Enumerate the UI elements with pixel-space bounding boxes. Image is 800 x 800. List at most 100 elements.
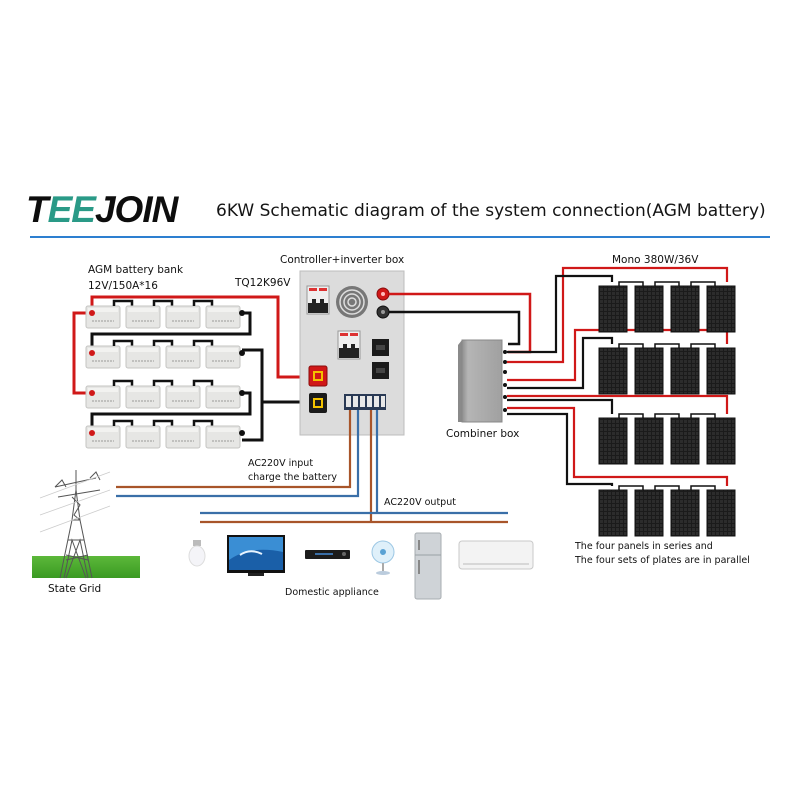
solar-panel-icon: [634, 347, 664, 395]
series-link: [152, 379, 174, 386]
string-4-negative-wire: [507, 412, 614, 486]
inverter-label: Controller+inverter box: [280, 254, 405, 266]
combiner-box: [458, 339, 507, 423]
battery-icon: [125, 379, 174, 409]
battery-icon: [165, 419, 214, 449]
page-title: 6KW Schematic diagram of the system conn…: [216, 201, 766, 221]
solar-panel-icon: [598, 347, 628, 395]
state-grid-illustration: [32, 470, 140, 579]
series-link: [654, 343, 680, 348]
battery-wiring: [72, 295, 310, 442]
battery-icon: [205, 425, 241, 449]
series-link: [618, 343, 644, 348]
battery-icon: [205, 345, 241, 369]
battery-bank: [85, 299, 245, 449]
series-link: [152, 419, 174, 426]
string-2-positive-wire: [507, 328, 729, 382]
battery-negative-terminal: [309, 393, 327, 413]
battery-icon: [165, 299, 214, 329]
logo-mark: EE: [47, 189, 96, 230]
refrigerator-icon: [414, 532, 442, 600]
appliance-label: Domestic appliance: [285, 587, 379, 598]
series-link: [152, 339, 174, 346]
battery-icon: [125, 419, 174, 449]
solar-panel-icon: [706, 285, 736, 333]
logo-suffix: JOIN: [94, 189, 178, 230]
ac-output-live: [200, 410, 508, 524]
inverter-model: TQ12K96V: [235, 277, 291, 289]
ac-wiring: [116, 410, 508, 524]
solar-note-line1: The four panels in series and: [575, 541, 713, 552]
series-link: [192, 299, 214, 306]
solar-panel-icon: [634, 417, 664, 465]
solar-panel-icon: [634, 489, 664, 537]
series-link: [112, 339, 134, 346]
string-2-negative-wire: [507, 336, 614, 390]
battery-bank-label: AGM battery bank: [88, 264, 184, 276]
battery-icon: [165, 379, 214, 409]
battery-negative-bus: [242, 348, 264, 442]
battery-positive-wire: [90, 295, 310, 379]
solar-panel-icon: [706, 417, 736, 465]
row1-row2-link: [90, 311, 252, 350]
power-pylon-icon: [54, 470, 101, 579]
positive-post: [89, 310, 95, 316]
ac-input-label: AC220V input: [248, 458, 314, 469]
ac-output-label: AC220V output: [384, 497, 456, 508]
negative-post: [239, 430, 245, 436]
battery-positive-terminal: [308, 365, 328, 387]
logo-prefix: T: [26, 189, 49, 230]
solar-panel-icon: [670, 347, 700, 395]
series-link: [690, 413, 716, 418]
solar-panel-icon: [670, 285, 700, 333]
battery-positive-bus: [72, 311, 92, 395]
negative-post: [239, 350, 245, 356]
light-bulb-icon: [188, 540, 206, 567]
series-link: [192, 339, 214, 346]
solar-panel-icon: [598, 285, 628, 333]
battery-bank-spec: 12V/150A*16: [88, 280, 158, 292]
negative-post: [239, 390, 245, 396]
appliances: [188, 532, 534, 600]
solar-array: [598, 281, 736, 537]
television-icon: [227, 535, 285, 576]
ac-input-sublabel: charge the battery: [248, 472, 337, 483]
string-3-positive-wire: [507, 394, 729, 414]
desk-fan-icon: [371, 540, 395, 575]
state-grid-label: State Grid: [48, 583, 102, 595]
string-3-negative-wire: [507, 398, 614, 414]
solar-panel-icon: [598, 417, 628, 465]
series-link: [690, 281, 716, 286]
series-link: [690, 485, 716, 490]
breaker-icon: [337, 330, 361, 360]
brand-logo: TEEJOIN: [26, 189, 178, 230]
series-link: [618, 413, 644, 418]
dvd-player-icon: [305, 550, 350, 559]
ac-input-neutral: [116, 410, 360, 498]
series-link: [654, 413, 680, 418]
positive-post: [89, 430, 95, 436]
series-link: [112, 379, 134, 386]
row3-row4-link: [90, 391, 252, 430]
battery-icon: [205, 305, 241, 329]
ac-output-neutral: [200, 410, 508, 515]
negative-post: [239, 310, 245, 316]
ac-input-live: [116, 410, 352, 489]
solar-panel-icon: [598, 489, 628, 537]
solar-panel-icon: [670, 489, 700, 537]
string-4-positive-wire: [507, 406, 729, 486]
series-link: [112, 299, 134, 306]
pv-negative-main-wire: [389, 310, 521, 346]
combiner-label: Combiner box: [446, 428, 520, 440]
series-link: [152, 299, 174, 306]
series-link: [618, 281, 644, 286]
air-conditioner-icon: [458, 540, 534, 570]
solar-panel-icon: [634, 285, 664, 333]
solar-panel-icon: [670, 417, 700, 465]
solar-panel-icon: [706, 347, 736, 395]
solar-array-label: Mono 380W/36V: [612, 254, 699, 266]
series-link: [654, 281, 680, 286]
battery-icon: [125, 339, 174, 369]
breaker-icon: [306, 285, 330, 315]
